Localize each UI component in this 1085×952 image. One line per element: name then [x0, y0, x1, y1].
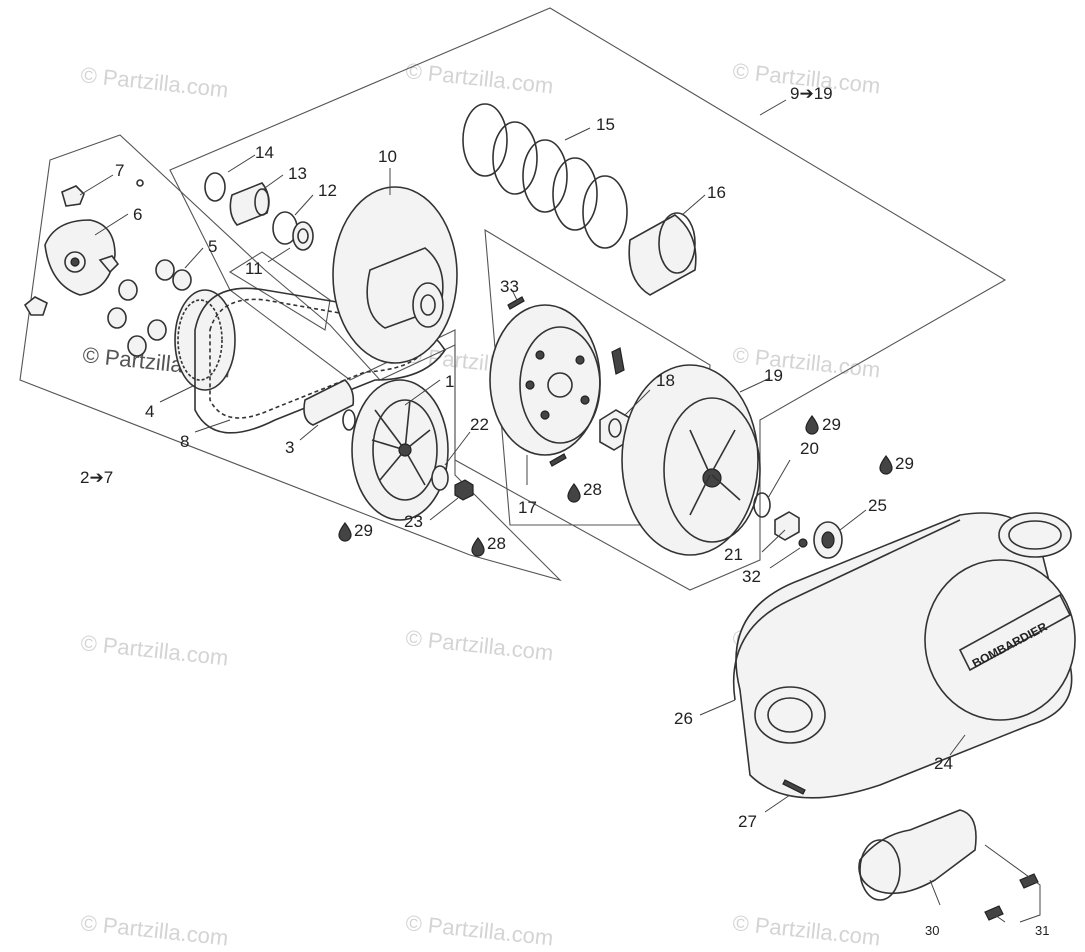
slider-piece-6b [98, 255, 120, 274]
shoe-pad-33b [611, 347, 625, 375]
label-13: 13 [288, 164, 307, 183]
bearing-13-face [254, 188, 270, 216]
drive-pulley-assembly [23, 179, 474, 521]
label-26: 26 [674, 709, 693, 728]
label-15: 15 [596, 115, 615, 134]
label-1: 1 [445, 372, 454, 391]
screw-31b [984, 905, 1004, 921]
watermark: © Partzilla.com [404, 58, 554, 98]
movable-sheave-1 [351, 379, 449, 521]
cvt-cover-24: BOMBARDIER [732, 512, 1076, 799]
clutch-group-outline [169, 7, 1007, 591]
oil-drop-icon [567, 482, 581, 503]
oil-drop-icon [879, 454, 893, 475]
label-28a: 28 [583, 480, 602, 499]
label-28b: 28 [487, 534, 506, 553]
slider-piece-6c [23, 296, 48, 316]
label-24: 24 [934, 754, 953, 773]
rollers-5 [107, 259, 192, 357]
spring-15 [462, 103, 628, 249]
label-19: 19 [764, 366, 783, 385]
duct-30 [858, 809, 977, 901]
bearing-25-inner [821, 531, 835, 549]
cover-badge [958, 593, 1072, 672]
watermark: © Partzilla.com [731, 342, 881, 382]
small-ring-7 [136, 179, 144, 187]
label-16: 16 [707, 183, 726, 202]
label-4: 4 [145, 402, 154, 421]
slider-piece-7 [61, 185, 85, 207]
clutch-assembly [204, 103, 843, 559]
label-27: 27 [738, 812, 757, 831]
part-labels: 1 3 4 5 6 7 8 10 11 12 13 14 15 16 17 18… [80, 84, 1049, 938]
sleeve-3-end [342, 409, 356, 431]
sleeve-3 [303, 379, 355, 426]
label-20: 20 [800, 439, 819, 458]
watermark: © Partzilla.com [79, 62, 229, 102]
oil-drop-icon [338, 521, 352, 542]
label-23: 23 [404, 512, 423, 531]
label-33: 33 [500, 277, 519, 296]
clutch-nut-18-hole [608, 418, 622, 438]
label-30: 30 [925, 923, 939, 938]
label-25: 25 [868, 496, 887, 515]
cover-outlet [754, 686, 826, 744]
clutch-shoe-17 [489, 304, 601, 456]
label-17: 17 [518, 498, 537, 517]
group-range-clutch: 9➔19 [790, 84, 833, 103]
washer-20 [753, 492, 771, 518]
label-31: 31 [1035, 923, 1049, 938]
ramp-plate-6 [44, 219, 116, 296]
washer-22 [431, 465, 449, 491]
circlip-14 [204, 172, 226, 202]
label-10: 10 [378, 147, 397, 166]
nut-23 [454, 479, 474, 501]
label-5: 5 [208, 237, 217, 256]
label-22: 22 [470, 415, 489, 434]
watermark: © Partzilla.com [404, 910, 554, 950]
watermark: © Partzilla.com [404, 625, 554, 665]
watermark: © Partzilla.com [79, 630, 229, 670]
watermark: © Partzilla.com [79, 910, 229, 950]
label-6: 6 [133, 205, 142, 224]
ring-11 [292, 221, 314, 251]
clutch-drum-19 [621, 364, 761, 556]
bolt-21 [774, 511, 800, 541]
label-29a: 29 [354, 521, 373, 540]
label-8: 8 [180, 432, 189, 451]
shoe-pad-33c [549, 453, 567, 467]
label-14: 14 [255, 143, 274, 162]
oil-drop-icon [805, 414, 819, 435]
watermark: © Partzilla.com [731, 910, 881, 950]
label-12: 12 [318, 181, 337, 200]
label-7: 7 [115, 161, 124, 180]
fixed-sheave-4 [174, 289, 236, 391]
spring-seat-16-rim [658, 212, 696, 274]
watermark-layer: © Partzilla.com © Partzilla.com © Partzi… [79, 58, 881, 950]
inner-subgroup-outline [228, 251, 331, 331]
label-32: 32 [742, 567, 761, 586]
seal-26 [732, 519, 961, 701]
oil-drop-icon [471, 536, 485, 557]
spring-seat-16 [628, 214, 697, 296]
leader-lines [79, 99, 1041, 923]
label-3: 3 [285, 438, 294, 457]
group-range-drive: 2➔7 [80, 468, 113, 487]
label-21: 21 [724, 545, 743, 564]
driven-pulley-10 [332, 186, 458, 364]
label-29c: 29 [895, 454, 914, 473]
label-11: 11 [245, 259, 263, 278]
pin-32 [798, 538, 808, 548]
screw-27 [782, 779, 806, 795]
screw-31a [1019, 873, 1039, 889]
label-29b: 29 [822, 415, 841, 434]
ring-11-hole [297, 228, 309, 244]
label-18: 18 [656, 371, 675, 390]
